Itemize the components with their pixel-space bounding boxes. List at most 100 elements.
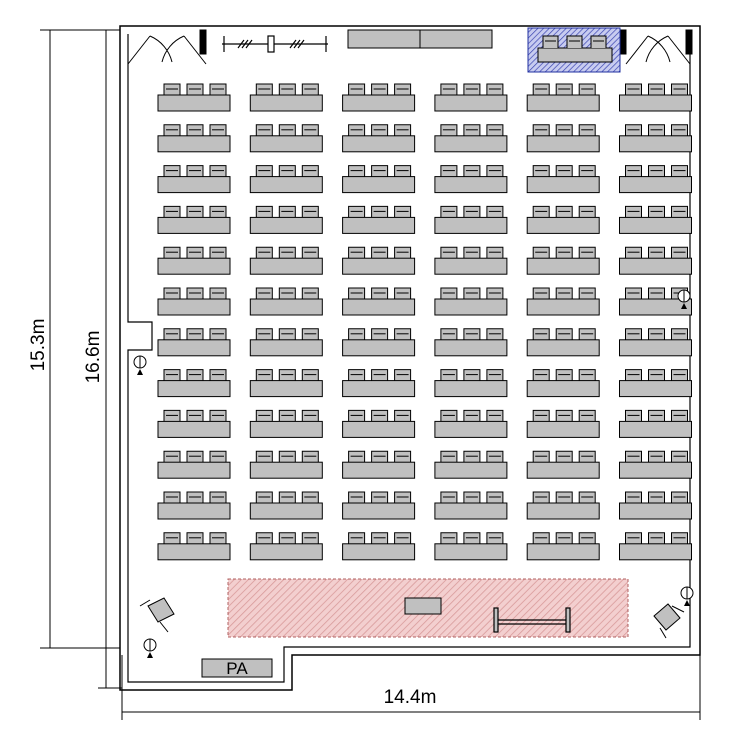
seat-table-group [619,491,692,520]
seat-table-group [434,532,508,561]
seat-table-group [619,450,692,479]
table [434,135,508,153]
seat-table-group [157,287,231,316]
table [342,216,416,234]
seat-table-group [434,450,508,479]
height-label-inner: 16.6m [83,331,104,384]
seat-table-group [249,369,323,398]
seat-table-group [342,246,416,275]
table [526,380,600,398]
table [619,298,692,316]
table [619,380,692,398]
table [157,420,231,438]
seat-table-group [526,409,600,438]
seat-table-group [434,491,508,520]
table [619,420,692,438]
seat-table-group [434,124,508,153]
table [434,543,508,561]
seat-table-group [526,165,600,194]
table [434,216,508,234]
fixtures [133,289,694,658]
table [342,420,416,438]
table [526,420,600,438]
seat-table-group [249,83,323,112]
table [157,94,231,112]
table [619,461,692,479]
seat-table-group [526,491,600,520]
seat-table-group [619,124,692,153]
seat-table-group [342,328,416,357]
seat-table-group [342,532,416,561]
chair [348,246,366,259]
seat-table-group [526,83,600,112]
chair [578,246,596,259]
table [157,502,231,520]
chair [301,246,319,259]
table [619,502,692,520]
seat-table-group [249,328,323,357]
seat-table-group [434,205,508,234]
table [249,380,323,398]
seat-table-group [157,205,231,234]
seat-table-group [619,165,692,194]
dimension-lines [40,29,701,720]
seat-table-group [434,287,508,316]
width-label: 14.4m [384,687,437,708]
table [157,176,231,194]
seat-table-group [157,369,231,398]
seat-table-group [249,165,323,194]
seat-table-group [619,83,692,112]
chair [671,246,688,259]
table [249,502,323,520]
table [249,216,323,234]
stage [227,578,629,638]
seat-table-group [434,246,508,275]
table [342,135,416,153]
seat-table-group [157,246,231,275]
table [526,176,600,194]
door-left [127,29,207,65]
table [249,420,323,438]
table [157,339,231,357]
seat-table-group [619,205,692,234]
seat-table-group [526,532,600,561]
seat-table-group [157,328,231,357]
seat-table-group [526,124,600,153]
seat-table-group [249,409,323,438]
seat-table-group [157,409,231,438]
seat-table-group [157,83,231,112]
seat-table-group [619,369,692,398]
table [526,543,600,561]
seat-table-group [157,165,231,194]
table [157,135,231,153]
table [434,380,508,398]
table [526,257,600,275]
table [342,380,416,398]
table [342,257,416,275]
seat-table-group [342,205,416,234]
table [619,339,692,357]
table [157,461,231,479]
seat-table-group [526,246,600,275]
head-table [527,27,621,73]
seat-table-group [342,124,416,153]
table [619,216,692,234]
seat-table-group [526,287,600,316]
seat-table-group [619,409,692,438]
light-fixture-icon [680,586,694,606]
table [249,257,323,275]
seat-table-group [526,369,600,398]
table [526,461,600,479]
seat-table-group [526,328,600,357]
table [434,94,508,112]
table [619,257,692,275]
table [249,298,323,316]
seat-table-group [249,124,323,153]
table [619,135,692,153]
table [526,339,600,357]
table [526,298,600,316]
chair [186,246,204,259]
seat-table-group [249,450,323,479]
equipment-rack [222,35,328,53]
